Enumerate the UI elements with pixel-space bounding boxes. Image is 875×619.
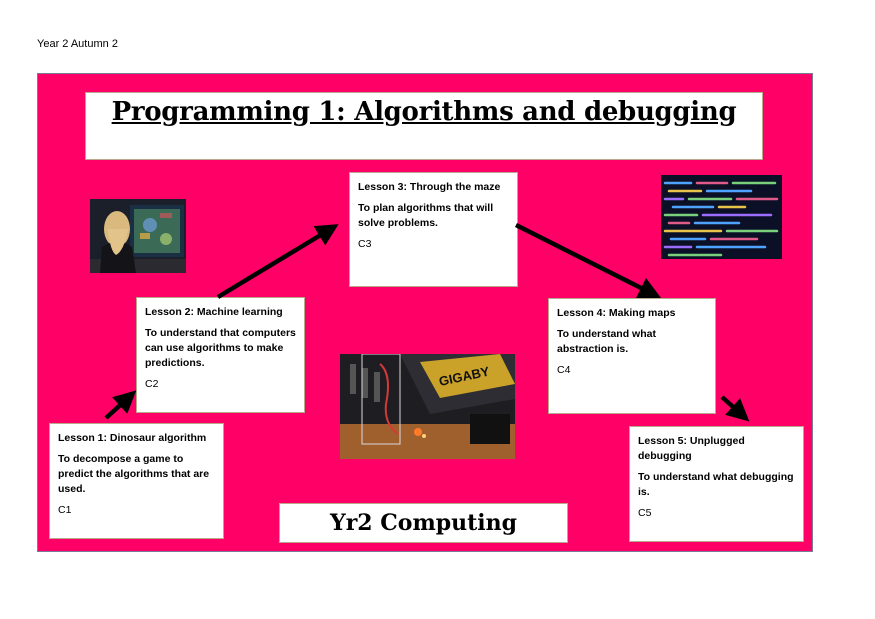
lesson-code: C1 — [58, 504, 72, 516]
lesson-3-card: Lesson 3: Through the maze To plan algor… — [349, 172, 518, 287]
lesson-objective: To decompose a game to predict the algor… — [58, 453, 210, 495]
page-title: Programming 1: Algorithms and debugging — [111, 97, 737, 127]
lesson-5-card: Lesson 5: Unplugged debugging To underst… — [629, 426, 804, 542]
title-box: Programming 1: Algorithms and debugging — [85, 92, 763, 160]
footer-box: Yr2 Computing — [279, 503, 568, 543]
lesson-1-card: Lesson 1: Dinosaur algorithm To decompos… — [49, 423, 224, 539]
lesson-title: Lesson 4: Making maps — [557, 307, 676, 319]
code-photo — [661, 175, 782, 259]
lesson-title: Lesson 3: Through the maze — [358, 181, 501, 193]
lesson-2-card: Lesson 2: Machine learning To understand… — [136, 297, 305, 413]
lesson-title: Lesson 1: Dinosaur algorithm — [58, 432, 207, 444]
arrow-4-to-5 — [720, 395, 750, 422]
lesson-objective: To understand what abstraction is. — [557, 328, 656, 355]
lesson-code: C4 — [557, 364, 571, 376]
arrow-1-to-2 — [104, 390, 137, 420]
lesson-objective: To understand that computers can use alg… — [145, 327, 296, 369]
lesson-code: C3 — [358, 238, 372, 250]
lesson-code: C5 — [638, 507, 652, 519]
arrow-2-to-3 — [216, 224, 339, 299]
lesson-objective: To plan algorithms that will solve probl… — [358, 202, 494, 229]
arrow-3-to-4 — [514, 222, 662, 299]
footer-title: Yr2 Computing — [330, 510, 517, 536]
gamer-photo — [90, 199, 186, 273]
header-note: Year 2 Autumn 2 — [37, 38, 118, 50]
lesson-title: Lesson 2: Machine learning — [145, 306, 283, 318]
lesson-4-card: Lesson 4: Making maps To understand what… — [548, 298, 716, 414]
circuit-board-photo: GIGABY — [340, 354, 515, 459]
lesson-title: Lesson 5: Unplugged debugging — [638, 435, 745, 462]
lesson-objective: To understand what debugging is. — [638, 471, 794, 498]
lesson-code: C2 — [145, 378, 159, 390]
